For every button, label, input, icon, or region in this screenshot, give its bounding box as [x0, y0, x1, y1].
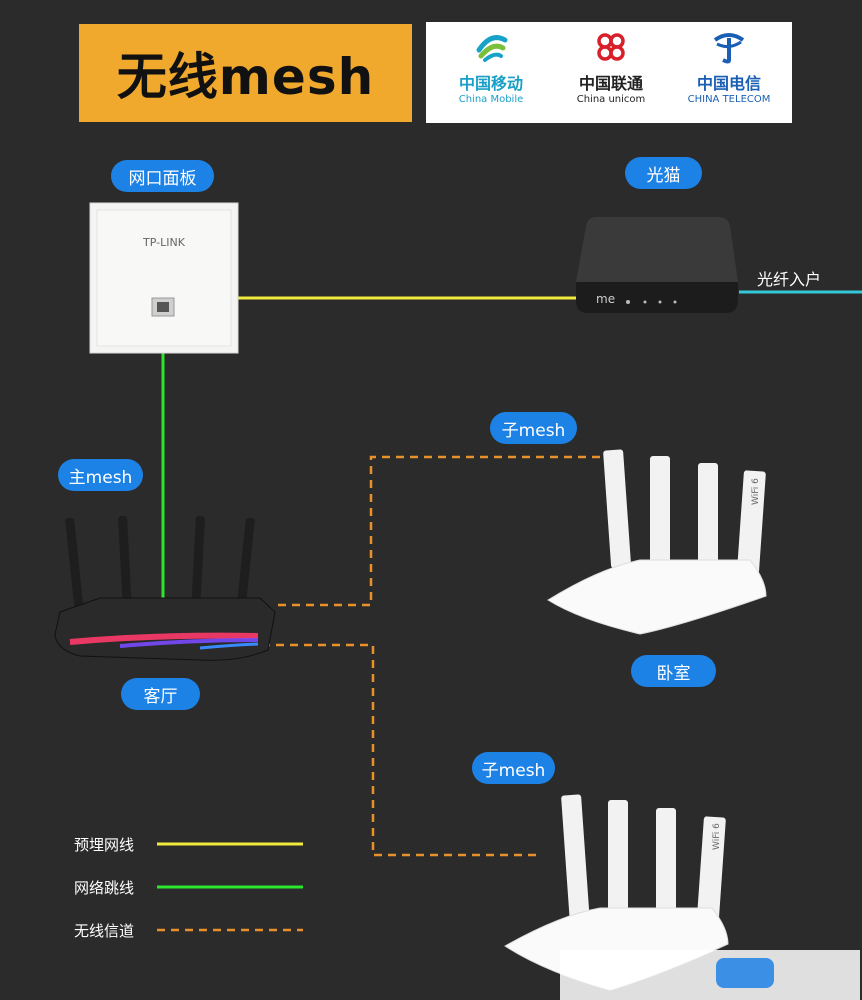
carrier-china-mobile: 中国移动 China Mobile [436, 30, 546, 105]
main-router-device [54, 515, 276, 661]
label-bedroom: 卧室 [631, 655, 716, 687]
wall-panel-device: TP-LINK [89, 202, 239, 354]
china-unicom-logo-icon [597, 33, 625, 61]
svg-text:WiFi 6: WiFi 6 [712, 823, 722, 850]
carrier-name-cn: 中国联通 [578, 74, 643, 93]
page-title: 无线mesh [116, 48, 375, 106]
carrier-logos-panel: 中国移动 China Mobile 中国联通 China unicom 中国电信… [426, 22, 792, 123]
sub-router-2-device: WiFi 6 [504, 794, 860, 1000]
label-sub-mesh-2: 子mesh [472, 752, 555, 784]
legend-label-buried-cable: 预埋网线 [74, 836, 135, 854]
title-banner: 无线mesh [79, 24, 412, 122]
legend-label-wireless: 无线信道 [74, 922, 135, 940]
carrier-name-cn: 中国移动 [458, 74, 523, 93]
panel-brand: TP-LINK [142, 236, 186, 249]
carrier-name-en: China Mobile [458, 94, 524, 105]
optical-modem-device: me [576, 217, 738, 313]
wireless-channel-line-2 [262, 643, 540, 857]
sub-router-1-device: WiFi 6 [547, 449, 767, 635]
svg-text:WiFi 6: WiFi 6 [751, 478, 761, 505]
label-fiber-in: 光纤入户 [757, 270, 822, 289]
label-sub-mesh-1: 子mesh [490, 412, 577, 444]
carrier-china-telecom: 中国电信 CHINA TELECOM [674, 30, 784, 105]
carrier-name-en: CHINA TELECOM [687, 94, 771, 105]
china-telecom-logo-icon [713, 33, 745, 64]
carrier-name-cn: 中国电信 [696, 74, 761, 93]
wireless-channel-line-1 [278, 455, 608, 607]
svg-text:me: me [596, 292, 615, 306]
label-main-mesh: 主mesh [58, 459, 143, 491]
label-living-room: 客厅 [121, 678, 200, 710]
legend-label-patch-cable: 网络跳线 [74, 879, 135, 897]
label-optical-modem: 光猫 [625, 157, 702, 189]
label-wall-panel: 网口面板 [111, 160, 214, 192]
carrier-china-unicom: 中国联通 China unicom [556, 30, 666, 105]
carrier-name-en: China unicom [576, 94, 646, 105]
china-mobile-logo-icon [476, 35, 508, 62]
